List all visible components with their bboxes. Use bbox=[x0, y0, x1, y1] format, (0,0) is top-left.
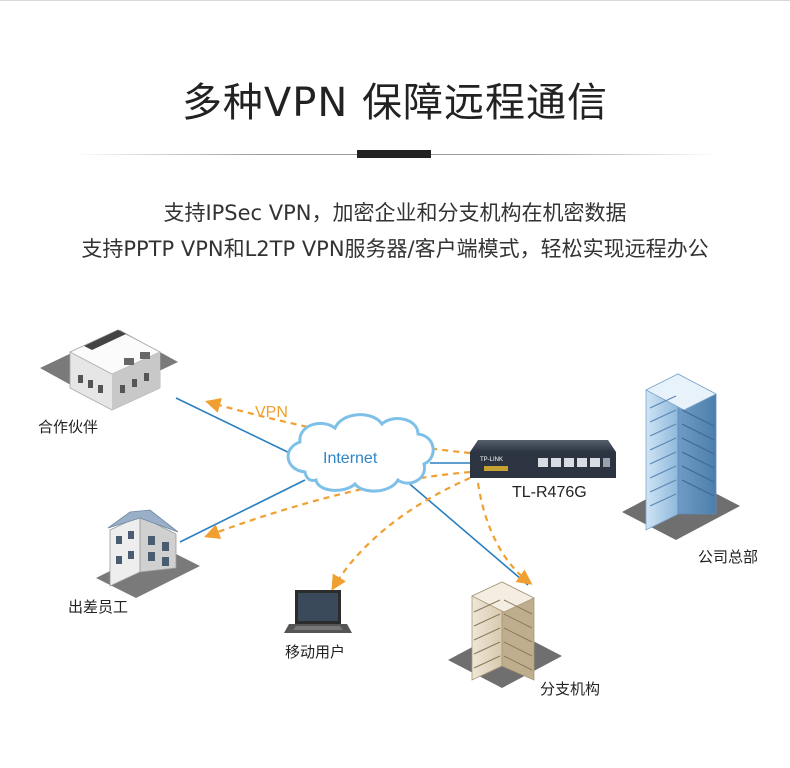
vpn-tunnel-branch bbox=[476, 482, 533, 585]
internet-label: Internet bbox=[323, 450, 378, 467]
branch-office-building-icon bbox=[448, 581, 562, 688]
link-business-travel bbox=[179, 479, 306, 543]
vpn-tunnel-business-travel bbox=[204, 470, 471, 539]
description-line-1: 支持IPSec VPN，加密企业和分支机构在机密数据 bbox=[163, 201, 627, 225]
vpn-label: VPN bbox=[255, 404, 288, 421]
headquarters-building-icon bbox=[622, 373, 740, 540]
link-branch bbox=[404, 479, 529, 586]
partner-building-icon bbox=[40, 329, 178, 411]
description-line-2: 支持PPTP VPN和L2TP VPN服务器/客户端模式，轻松实现远程办公 bbox=[81, 237, 709, 261]
router-brand: TP-LINK bbox=[480, 457, 503, 463]
link-partner bbox=[175, 397, 301, 459]
internet-cloud bbox=[286, 413, 435, 493]
node-label-branch: 分支机构 bbox=[540, 680, 601, 698]
node-label-mobile-user: 移动用户 bbox=[285, 643, 346, 661]
laptop-icon bbox=[284, 590, 352, 633]
business-travel-building-icon bbox=[96, 509, 200, 598]
node-label-headquarters: 公司总部 bbox=[698, 548, 759, 566]
vpn-tunnels bbox=[204, 397, 533, 591]
node-label-business-travel: 出差员工 bbox=[68, 598, 129, 616]
router-icon: TP-LINK bbox=[470, 440, 616, 478]
vpn-tunnel-mobile bbox=[331, 476, 471, 591]
node-label-partner: 合作伙伴 bbox=[38, 418, 99, 436]
top-rule bbox=[0, 0, 790, 1]
router-model-label: TL-R476G bbox=[512, 484, 587, 501]
page-title: 多种VPN 保障远程通信 bbox=[181, 80, 609, 126]
title-divider-accent bbox=[357, 150, 431, 158]
